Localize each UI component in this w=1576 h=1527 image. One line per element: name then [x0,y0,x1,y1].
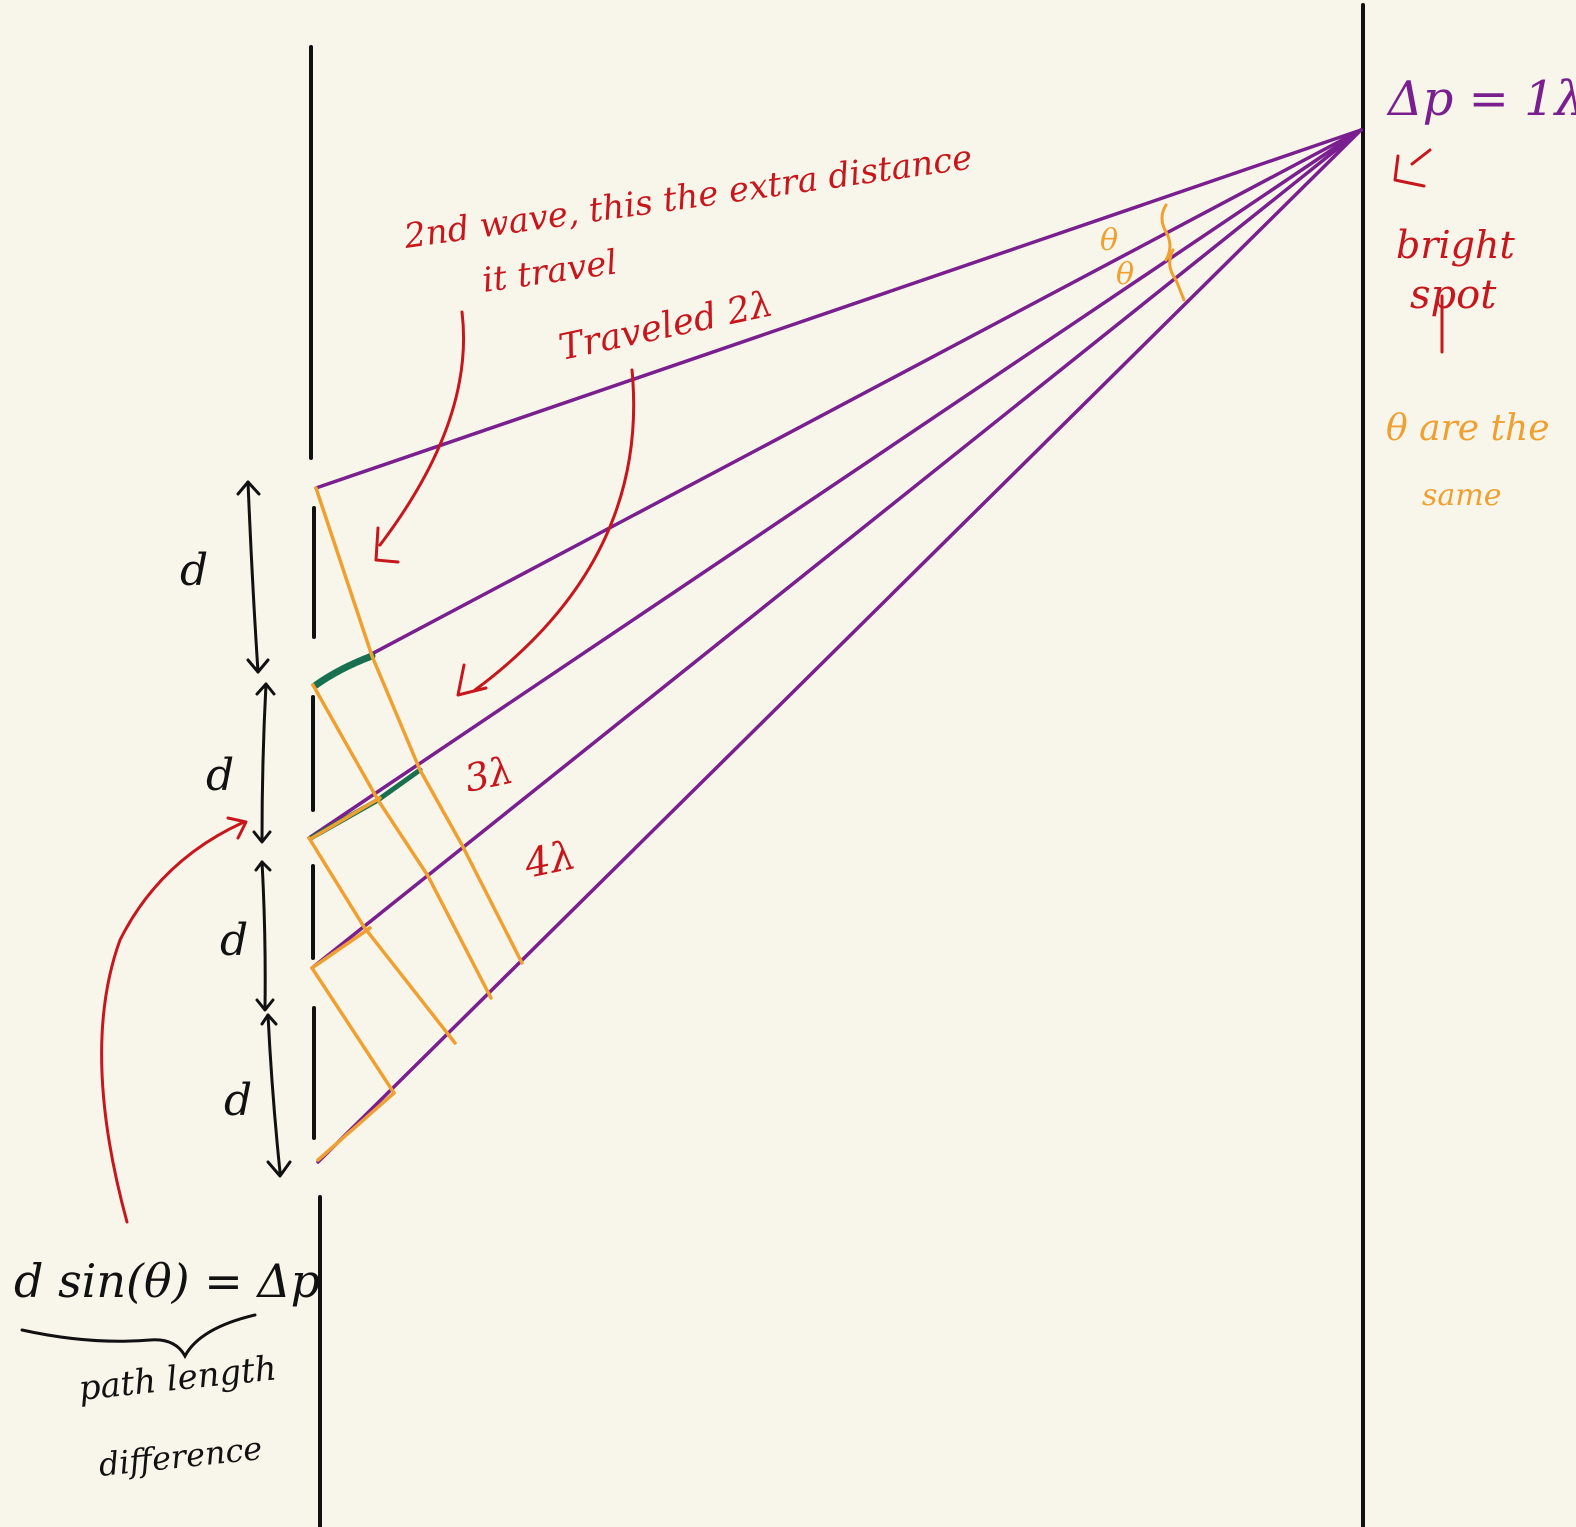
second-wave-label: it travel [480,242,620,301]
wavefront-1 [314,486,524,965]
path-length-label: path length [77,1348,279,1409]
wavefront-3 [307,836,457,1045]
lambda-4-label: 4λ [520,832,580,888]
same-label: same [1422,478,1501,513]
arrowhead-up [236,480,261,496]
spacing-arrow-3 [260,860,267,1010]
bright-spot-arrowhead [1393,154,1426,188]
path-difference-segments [308,652,423,841]
theta-label: θ [1116,257,1134,292]
ray-2 [311,128,1363,687]
theta-same-label: θ are the [1386,408,1550,449]
theta-brace-1 [1160,203,1172,262]
wavefront-2 [311,683,493,1000]
arrowhead-down [266,1160,292,1178]
arrowhead-up [255,682,276,696]
spacing-label: d [180,545,208,596]
path-difference-label: Δp = 1λ [1386,71,1576,127]
path-difference-1 [312,652,376,689]
spacing-label: d [206,750,234,801]
spacing-arrow-4 [266,1013,282,1174]
rays [307,128,1363,1164]
second-wave-arrow [378,310,466,547]
ray-3 [307,128,1363,840]
wavefront-tick-2 [310,926,372,970]
spacing-arrow-2 [260,682,268,842]
underbrace [20,1313,257,1360]
ray-4 [310,128,1363,970]
spacing-arrow-1 [246,480,260,674]
spacing-arrows [236,480,292,1178]
theta-label: θ [1100,223,1118,258]
wavefront-tick-1 [310,796,382,840]
annotation-arrows [100,148,1444,1224]
wavefront-4 [310,966,396,1095]
formula-label: d sin(θ) = Δp [14,1254,320,1308]
lambda-3-label: 3λ [461,748,517,801]
barrier [309,45,322,1527]
theta-brace-2 [1168,248,1186,302]
traveled-arrowhead [456,663,488,697]
spacing-label: d [224,1075,252,1126]
theta-braces [1160,203,1186,302]
ray-1 [314,128,1363,490]
bright-spot-arrow [1410,148,1432,166]
arrowhead-up [260,1013,278,1026]
traveled-arrow [473,368,636,692]
formula-arrow [100,820,246,1224]
arrowhead-down [246,658,270,674]
arrowhead-down [252,830,272,844]
difference-label: difference [97,1429,264,1484]
second-wave-label: 2nd wave, this the extra distance [401,138,975,257]
ray-5 [316,128,1363,1164]
second-wave-arrowhead [374,526,400,564]
traveled-label: Traveled 2λ [555,284,776,369]
formula-arrowhead [226,816,248,840]
bright-label: bright [1396,223,1515,267]
wavefront-tick-3 [316,1091,396,1162]
arrowhead-down [255,998,275,1012]
arrowhead-up [254,860,272,872]
spacing-label: d [220,915,248,966]
wavefronts [307,486,524,1162]
spot-label: spot [1410,272,1497,318]
